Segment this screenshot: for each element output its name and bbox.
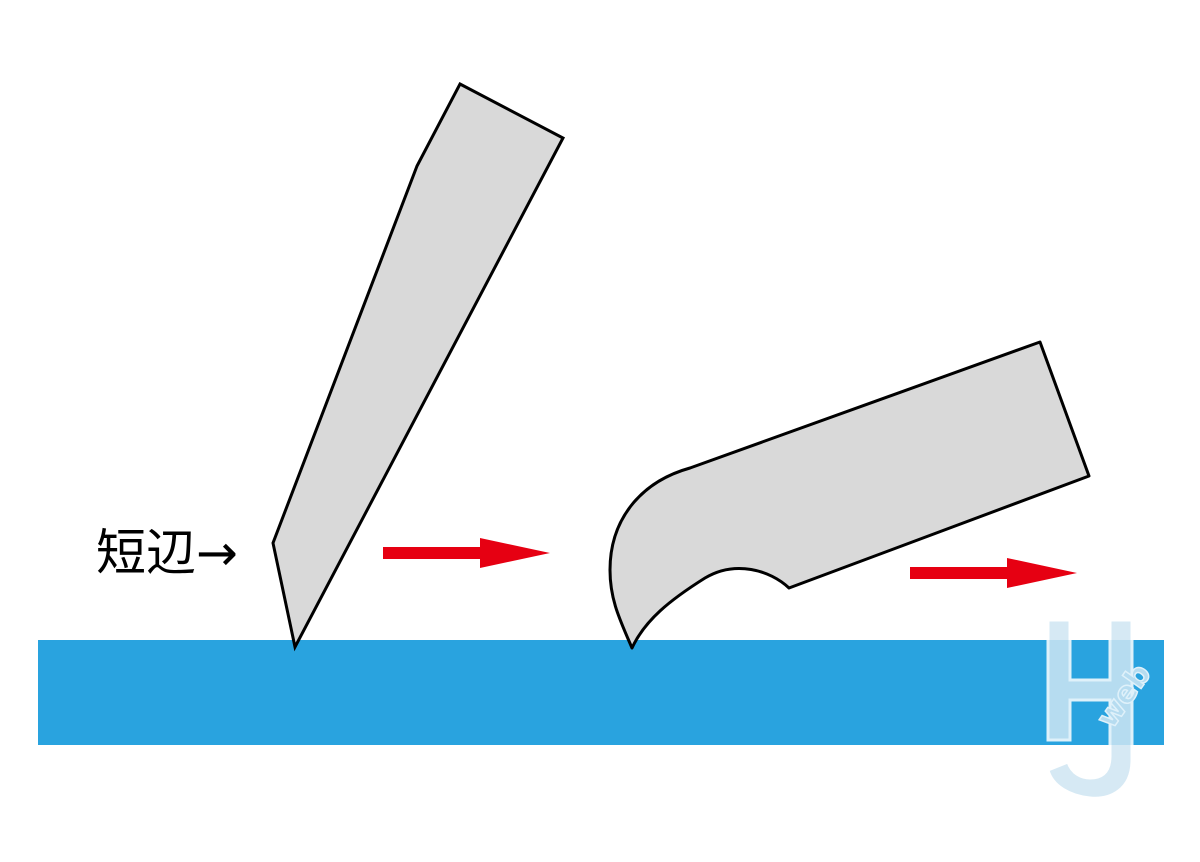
cutting-surface bbox=[38, 640, 1164, 745]
hook-blade bbox=[608, 340, 1091, 650]
short-edge-label: 短辺→ bbox=[96, 524, 238, 582]
motion-arrow-left bbox=[383, 538, 550, 568]
straight-blade bbox=[271, 81, 566, 652]
motion-arrow-right bbox=[910, 558, 1077, 588]
